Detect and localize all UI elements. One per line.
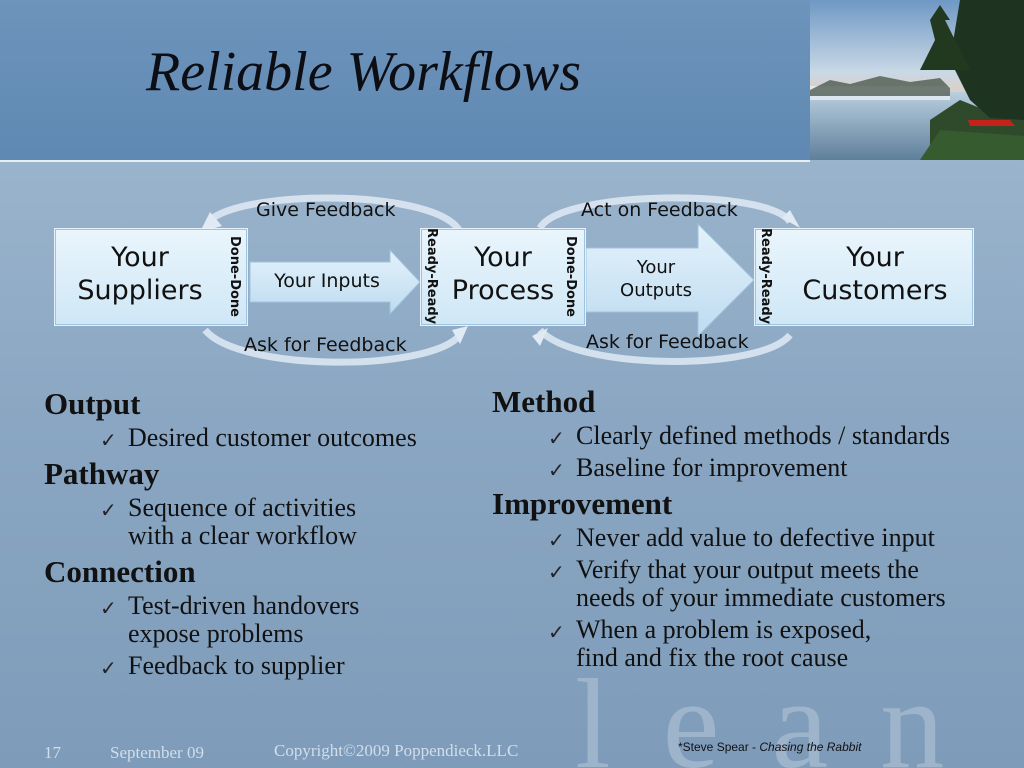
process-label: Your Process: [451, 242, 555, 306]
footer-copyright: Copyright©2009 Poppendieck.LLC: [274, 741, 519, 760]
bullet-item: ✓ Feedback to supplier: [44, 651, 464, 681]
lean-watermark: lean: [575, 653, 997, 768]
checkmark-icon: ✓: [100, 596, 117, 620]
workflow-arrows: [200, 194, 800, 366]
checkmark-icon: ✓: [548, 620, 565, 644]
bullet-item: ✓ When a problem is exposed, find and fix…: [492, 616, 992, 672]
ready-ready-label-process: Ready-Ready: [424, 228, 439, 325]
bullet-item: ✓ Never add value to defective input: [492, 523, 992, 553]
checkmark-icon: ✓: [548, 528, 565, 552]
process-box: Your Process: [420, 228, 586, 326]
checkmark-icon: ✓: [548, 426, 565, 450]
suppliers-box: Your Suppliers: [54, 228, 248, 326]
feedback-loop-right: [536, 194, 794, 365]
bullet-text: Feedback to supplier: [128, 651, 345, 680]
feedback-arrowhead-right-top: [782, 210, 800, 228]
bullet-text: Never add value to defective input: [576, 523, 935, 552]
inputs-arrow: [249, 248, 421, 316]
give-feedback-label: Give Feedback: [256, 199, 396, 221]
bullet-text: When a problem is exposed, find and fix …: [576, 615, 872, 672]
feedback-arrowhead-right-bottom: [532, 328, 548, 346]
bullet-text: Clearly defined methods / standards: [576, 421, 951, 450]
ask-feedback-label-right: Ask for Feedback: [586, 331, 749, 353]
bullet-text: Sequence of activities with a clear work…: [128, 493, 357, 550]
citation-author: *Steve Spear -: [678, 740, 760, 754]
page-number: 17: [44, 743, 61, 762]
bullet-item: ✓ Desired customer outcomes: [44, 423, 464, 453]
inputs-arrow-label: Your Inputs: [274, 270, 380, 292]
left_column-heading: Pathway: [44, 456, 160, 491]
suppliers-label: Your Suppliers: [77, 242, 203, 306]
left_column-heading: Output: [44, 386, 141, 421]
checkmark-icon: ✓: [548, 458, 565, 482]
bullet-text: Verify that your output meets the needs …: [576, 555, 946, 612]
bullet-item: ✓ Test-driven handovers expose problems: [44, 592, 464, 648]
title-band: Reliable Workflows: [0, 0, 810, 162]
right-bullet-column: Method ✓ Clearly defined methods / standar…: [492, 384, 992, 676]
feedback-loop-left: [202, 194, 464, 366]
ask-feedback-label-left: Ask for Feedback: [244, 334, 407, 356]
feedback-arrowhead-left-bottom: [452, 326, 468, 344]
customers-box: Your Customers: [754, 228, 974, 326]
bullet-text: Desired customer outcomes: [128, 423, 417, 452]
bullet-text: Baseline for improvement: [576, 453, 848, 482]
feedback-arrowhead-left-top: [200, 212, 222, 232]
bullet-item: ✓ Clearly defined methods / standards: [492, 421, 992, 451]
checkmark-icon: ✓: [100, 428, 117, 452]
footer-date: September 09: [110, 743, 204, 762]
customers-label: Your Customers: [802, 242, 948, 306]
bullet-item: ✓ Verify that your output meets the needs…: [492, 556, 992, 612]
bullet-text: Test-driven handovers expose problems: [128, 591, 360, 648]
citation-title: Chasing the Rabbit: [759, 740, 862, 754]
done-done-label-suppliers: Done-Done: [227, 236, 242, 317]
bullet-item: ✓ Baseline for improvement: [492, 453, 992, 483]
citation: *Steve Spear - Chasing the Rabbit: [678, 740, 861, 754]
outputs-arrow: [585, 222, 755, 338]
checkmark-icon: ✓: [548, 560, 565, 584]
left_column-heading: Connection: [44, 554, 196, 589]
act-on-feedback-label: Act on Feedback: [581, 199, 738, 221]
bullet-item: ✓ Sequence of activities with a clear wor…: [44, 494, 464, 550]
done-done-label-process: Done-Done: [563, 236, 578, 317]
ready-ready-label-customers: Ready-Ready: [758, 228, 773, 325]
checkmark-icon: ✓: [100, 498, 117, 522]
slide-title: Reliable Workflows: [146, 41, 582, 103]
lake-photo: [810, 0, 1024, 160]
checkmark-icon: ✓: [100, 656, 117, 680]
outputs-arrow-label: Your Outputs: [620, 257, 692, 301]
right_column-heading: Improvement: [492, 486, 673, 521]
right_column-heading: Method: [492, 384, 596, 419]
